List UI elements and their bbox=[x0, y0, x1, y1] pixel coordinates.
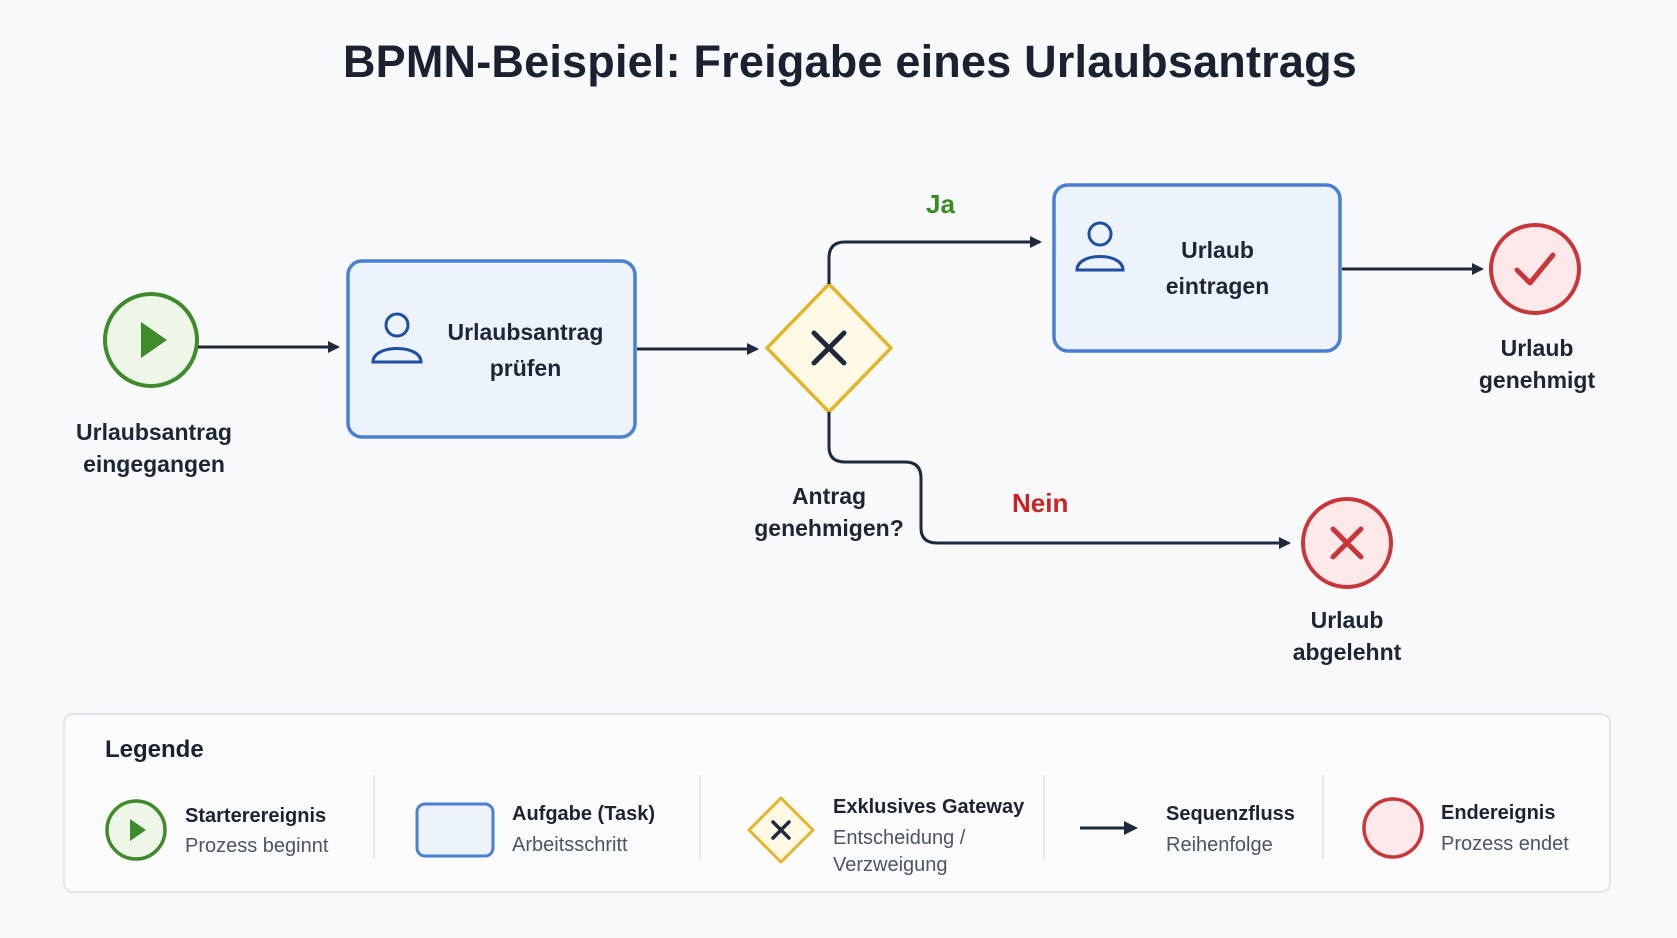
task2-label: Urlaub eintragen bbox=[1165, 237, 1270, 299]
legend-divider bbox=[1322, 775, 1324, 859]
x-icon bbox=[811, 330, 847, 366]
sequence-flow-yes bbox=[827, 236, 1042, 284]
legend-desc: Reihenfolge bbox=[1166, 834, 1273, 856]
legend-desc: Arbeitsschritt bbox=[512, 834, 628, 856]
legend-name: Endereignis bbox=[1441, 802, 1556, 824]
page-title: BPMN-Beispiel: Freigabe eines Urlaubsant… bbox=[342, 36, 1358, 87]
user-icon bbox=[371, 312, 423, 364]
end-event-rejected[interactable] bbox=[1301, 497, 1393, 589]
flow-label-yes: Ja bbox=[926, 189, 955, 219]
legend-divider bbox=[1043, 775, 1045, 859]
legend-desc: Prozess beginnt bbox=[185, 835, 329, 857]
check-icon bbox=[1514, 252, 1556, 286]
x-icon bbox=[1330, 526, 1364, 560]
start-event-icon bbox=[105, 799, 167, 861]
legend-title: Legende bbox=[105, 736, 204, 763]
end-event-approved[interactable] bbox=[1489, 223, 1581, 315]
legend-desc: Prozess endet bbox=[1441, 833, 1569, 855]
start-event[interactable] bbox=[103, 292, 199, 388]
legend-name: Exklusives Gateway bbox=[833, 796, 1025, 818]
task-icon bbox=[415, 802, 495, 858]
exclusive-gateway[interactable] bbox=[765, 282, 893, 414]
start-event-label: Urlaubsantrag eingegangen bbox=[76, 419, 232, 477]
arrow-icon bbox=[1080, 821, 1138, 835]
task-urlaub-eintragen[interactable] bbox=[1052, 183, 1342, 353]
legend-divider bbox=[373, 775, 375, 859]
flow-label-no: Nein bbox=[1012, 488, 1069, 518]
task1-label: Urlaubsantrag prüfen bbox=[447, 319, 604, 381]
task-urlaubsantrag-pruefen[interactable] bbox=[346, 259, 637, 439]
legend-desc: Entscheidung / Verzweigung bbox=[833, 827, 966, 876]
legend-name: Sequenzfluss bbox=[1166, 803, 1295, 825]
end-approved-label: Urlaub genehmigt bbox=[1478, 335, 1596, 393]
gateway-label: Antrag genehmigen? bbox=[754, 483, 904, 541]
gateway-icon bbox=[747, 796, 815, 864]
end-rejected-label: Urlaub abgelehnt bbox=[1292, 607, 1402, 665]
legend-divider bbox=[699, 775, 701, 859]
legend-name: Starterereignis bbox=[185, 805, 327, 827]
user-icon bbox=[1075, 221, 1125, 272]
play-icon bbox=[141, 322, 167, 358]
end-event-icon bbox=[1362, 797, 1424, 859]
legend-name: Aufgabe (Task) bbox=[512, 803, 655, 825]
legend-panel: Legende Starterereignis Prozess beginnt … bbox=[63, 713, 1611, 893]
sequence-flow-no bbox=[827, 412, 1291, 549]
